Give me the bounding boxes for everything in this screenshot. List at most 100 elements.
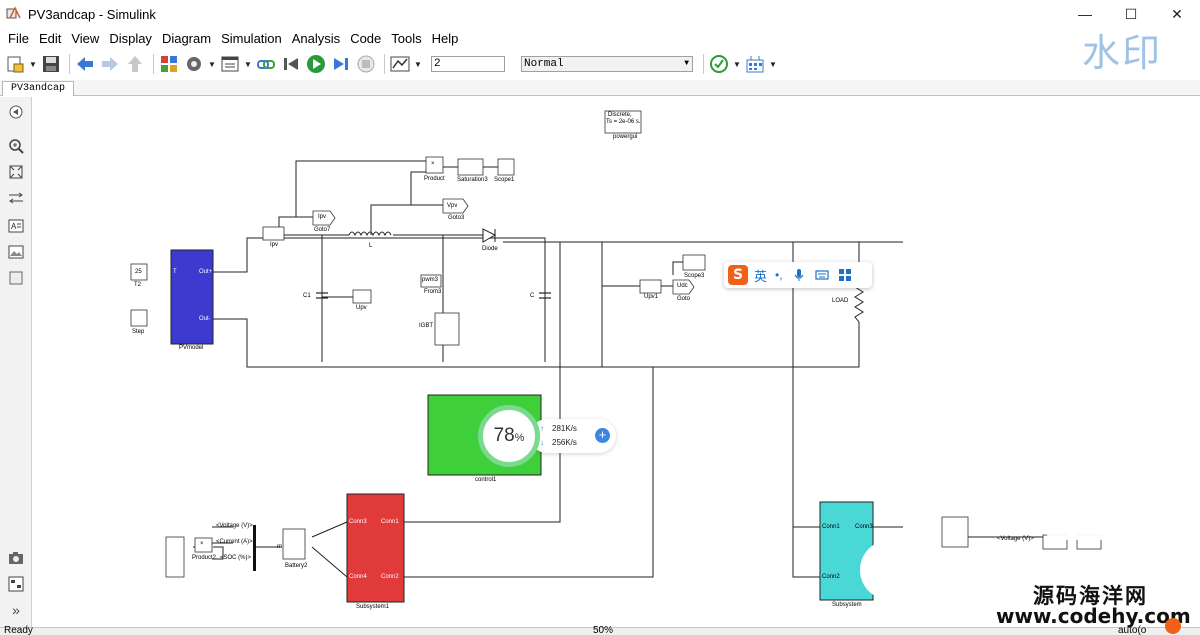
const-t-value: 25 (135, 269, 142, 275)
scope3-label: Scope3 (684, 273, 705, 279)
annotation-icon[interactable]: A (6, 217, 26, 235)
model-browser-icon[interactable] (6, 575, 26, 593)
menu-code[interactable]: Code (350, 30, 382, 46)
diagram-wires (130, 110, 1102, 603)
speed-pill: ↑281K/s ↓256K/s + (530, 419, 616, 453)
new-model-icon[interactable] (4, 53, 26, 75)
minimize-button[interactable]: — (1078, 6, 1092, 22)
battery-m-port: m (277, 544, 282, 550)
microphone-icon[interactable] (792, 268, 806, 282)
image-icon[interactable] (6, 243, 26, 261)
watermark-top: 水印 (1082, 31, 1163, 75)
menu-diagram[interactable]: Diagram (161, 30, 212, 46)
menu-tools[interactable]: Tools (391, 30, 422, 46)
model-advisor-icon[interactable] (708, 53, 730, 75)
hide-browser-icon[interactable] (6, 103, 26, 121)
run-icon[interactable] (305, 53, 327, 75)
watermark-logo-icon (1165, 618, 1181, 634)
left-palette: A » (0, 97, 32, 627)
step-forward-icon[interactable] (330, 53, 352, 75)
memory-usage-circle: 78% (478, 405, 540, 467)
control-label: control1 (475, 477, 497, 483)
close-button[interactable]: ✕ (1171, 5, 1183, 22)
simulink-app-icon (6, 6, 22, 22)
load-label: LOAD (832, 298, 849, 304)
toolbar: ▼ ▼ ▼ ▼ 2 Normal ▼ ▼ ▼ (0, 50, 1200, 78)
build-icon[interactable] (744, 53, 766, 75)
plus-icon[interactable]: + (595, 428, 610, 443)
forward-arrow-icon[interactable] (99, 53, 121, 75)
scope1-label: Scope1 (494, 177, 515, 183)
subsystem1-conn2: Conn2 (381, 574, 399, 580)
ipv-meas-label: Ipv (270, 242, 279, 248)
menu-analysis[interactable]: Analysis (291, 30, 341, 46)
subsystem1-label: Subsystem1 (356, 604, 390, 610)
goto-tag: Udc (677, 283, 688, 289)
ime-logo-icon[interactable]: S (728, 265, 748, 285)
data-inspector-icon[interactable] (389, 53, 411, 75)
ime-punct-toggle[interactable]: •, (775, 268, 783, 282)
goto3-tag: Vpv (447, 203, 458, 209)
ime-mode-toggle[interactable]: 英 (754, 269, 768, 285)
chevron-down-icon: ▼ (684, 59, 689, 68)
menu-view[interactable]: View (71, 30, 100, 46)
model-explorer-icon[interactable] (219, 53, 241, 75)
diagram-canvas[interactable]: Discrete, Ts = 2e-06 s. powergui × Produ… (33, 97, 1200, 627)
screenshot-icon[interactable] (6, 549, 26, 567)
menu-edit[interactable]: Edit (38, 30, 62, 46)
tab-pv3andcap[interactable]: PV3andcap (2, 81, 75, 96)
powergui-line1: Discrete, (608, 112, 632, 118)
stop-icon[interactable] (355, 53, 377, 75)
toolbar-separator (69, 54, 70, 74)
upv1-label: Upv1 (644, 294, 659, 300)
download-speed: 256K/s (552, 438, 577, 447)
bus-soc: <SOC (%)> (220, 555, 252, 561)
up-arrow-icon[interactable] (124, 53, 146, 75)
gear-dropdown-icon[interactable]: ▼ (208, 59, 216, 69)
subsystem-conn2: Conn2 (822, 574, 840, 580)
menu-file[interactable]: File (8, 30, 29, 46)
area-icon[interactable] (6, 269, 26, 287)
overlay-blur (1030, 470, 1200, 540)
subsystem-conn1: Conn1 (822, 524, 840, 530)
zoom-icon[interactable] (6, 137, 26, 155)
new-model-dropdown-icon[interactable]: ▼ (29, 59, 37, 69)
menu-simulation[interactable]: Simulation (221, 30, 282, 46)
menu-help[interactable]: Help (431, 30, 459, 46)
igbt-label: IGBT (419, 323, 434, 329)
from-tag: pwm3 (422, 277, 439, 283)
ime-toolbar[interactable]: S 英 •, (724, 262, 872, 288)
link-icon[interactable] (255, 53, 277, 75)
title-bar: PV3andcap - Simulink — ☐ ✕ (0, 0, 1200, 28)
gear-icon[interactable] (183, 53, 205, 75)
build-dropdown-icon[interactable]: ▼ (769, 59, 777, 69)
upload-arrow-icon: ↑ (540, 424, 544, 433)
stop-time-input[interactable]: 2 (431, 56, 505, 72)
maximize-button[interactable]: ☐ (1124, 5, 1138, 22)
step-back-icon[interactable] (280, 53, 302, 75)
product-mult: × (431, 161, 435, 167)
menu-display[interactable]: Display (109, 30, 152, 46)
model-advisor-dropdown-icon[interactable]: ▼ (733, 59, 741, 69)
powergui-line2: Ts = 2e-06 s. (606, 119, 641, 125)
model-explorer-dropdown-icon[interactable]: ▼ (244, 59, 252, 69)
upv-label: Upv (356, 305, 367, 311)
back-arrow-icon[interactable] (74, 53, 96, 75)
grid-menu-icon[interactable] (838, 268, 852, 282)
pv-port-out1: Out+ (199, 269, 213, 275)
simulation-mode-select[interactable]: Normal ▼ (521, 56, 693, 72)
keyboard-icon[interactable] (814, 268, 829, 282)
library-browser-icon[interactable] (158, 53, 180, 75)
download-arrow-icon: ↓ (540, 438, 544, 447)
subsystem1-conn1: Conn1 (381, 519, 399, 525)
expand-palette-icon[interactable]: » (12, 602, 20, 618)
const-t-name: T2 (134, 282, 142, 288)
save-icon[interactable] (40, 53, 62, 75)
goto-label: Goto (677, 296, 691, 302)
data-inspector-dropdown-icon[interactable]: ▼ (414, 59, 422, 69)
fit-to-view-icon[interactable] (6, 163, 26, 181)
route-lines-icon[interactable] (6, 189, 26, 207)
network-speed-widget[interactable]: ↑281K/s ↓256K/s + 78% (478, 405, 616, 467)
status-bar: Ready 50% auto(o (0, 625, 1200, 635)
